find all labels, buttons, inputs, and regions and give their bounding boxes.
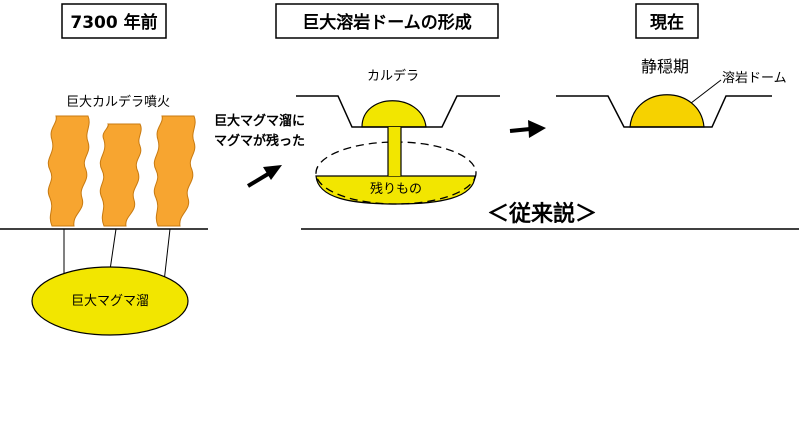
caldera-label: カルデラ (367, 68, 419, 84)
eruption-plume-3 (153, 115, 196, 227)
arrow-past-to-formation (246, 165, 282, 188)
panel-past-title-box (61, 3, 167, 39)
conduit-3 (163, 228, 171, 283)
note-line-2: マグマが残った (214, 133, 305, 149)
dome-forming (361, 100, 427, 128)
panel-past: 7300 年前 巨大カルデラ噴火 巨大マグマ溜 (0, 3, 208, 336)
panel-formation-title-box (275, 3, 499, 39)
eruption-plumes (47, 115, 196, 227)
panel-present: 現在 静穏期 溶岩ドーム (556, 3, 787, 128)
panel-formation: 巨大溶岩ドームの形成 カルデラ 残りもの 巨大マグマ溜に マグマが残った (214, 3, 799, 230)
note-line-1: 巨大マグマ溜に (214, 113, 305, 129)
dome-feeder-conduit (388, 127, 401, 176)
arrow-formation-to-present (509, 120, 546, 138)
state-label: 静穏期 (641, 57, 689, 76)
eruption-plume-2 (99, 123, 142, 227)
panel-present-title-box (635, 3, 699, 39)
theory-label: ＜従来説＞ (487, 201, 597, 227)
panel-present-title: 現在 (650, 12, 684, 33)
present-caldera-profile (556, 95, 772, 128)
panel-formation-title: 巨大溶岩ドームの形成 (302, 12, 472, 33)
residue-label: 残りもの (370, 182, 422, 197)
lava-dome (629, 94, 705, 128)
eruption-label: 巨大カルデラ噴火 (66, 94, 170, 110)
giant-magma-chamber (31, 266, 189, 336)
magma-chamber-label: 巨大マグマ溜 (71, 294, 149, 309)
panel-past-title: 7300 年前 (70, 12, 157, 33)
eruption-plume-1 (47, 115, 90, 227)
dome-label: 溶岩ドーム (722, 71, 787, 86)
conduit-2 (109, 228, 117, 271)
